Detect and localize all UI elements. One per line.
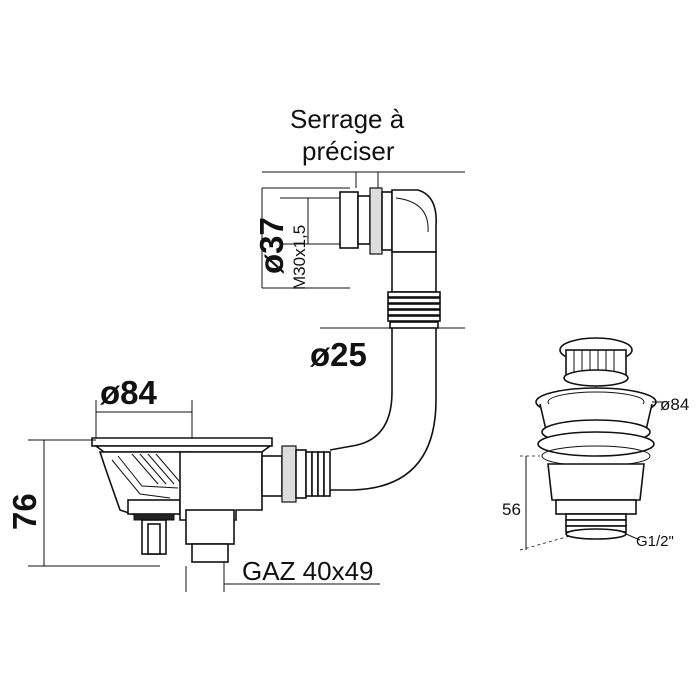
serrage-label-line2: préciser (302, 136, 395, 166)
thread-m30-label: M30x1,5 (290, 225, 309, 290)
gaz-label: GAZ 40x49 (242, 556, 374, 586)
right-dimensions (519, 401, 664, 551)
diameter-84-left-label: ø84 (100, 374, 158, 411)
diameter-37-label: ø37 (253, 217, 290, 274)
left-dimensions (28, 400, 380, 592)
serrage-label-line1: Serrage à (290, 104, 405, 134)
overflow-connector (261, 171, 465, 491)
corrugated-section (387, 291, 441, 329)
thread-g12-label: G1/2" (636, 533, 674, 550)
strainer-fins (131, 453, 181, 485)
diameter-25-label: ø25 (310, 336, 367, 373)
height-56-label: 56 (502, 500, 521, 519)
outlet-corrugations (305, 451, 331, 497)
basket-strainer (535, 337, 657, 540)
diameter-84-right-label: ø84 (660, 395, 689, 414)
basket-waste-assembly (91, 437, 331, 563)
height-76-label: 76 (6, 493, 43, 530)
